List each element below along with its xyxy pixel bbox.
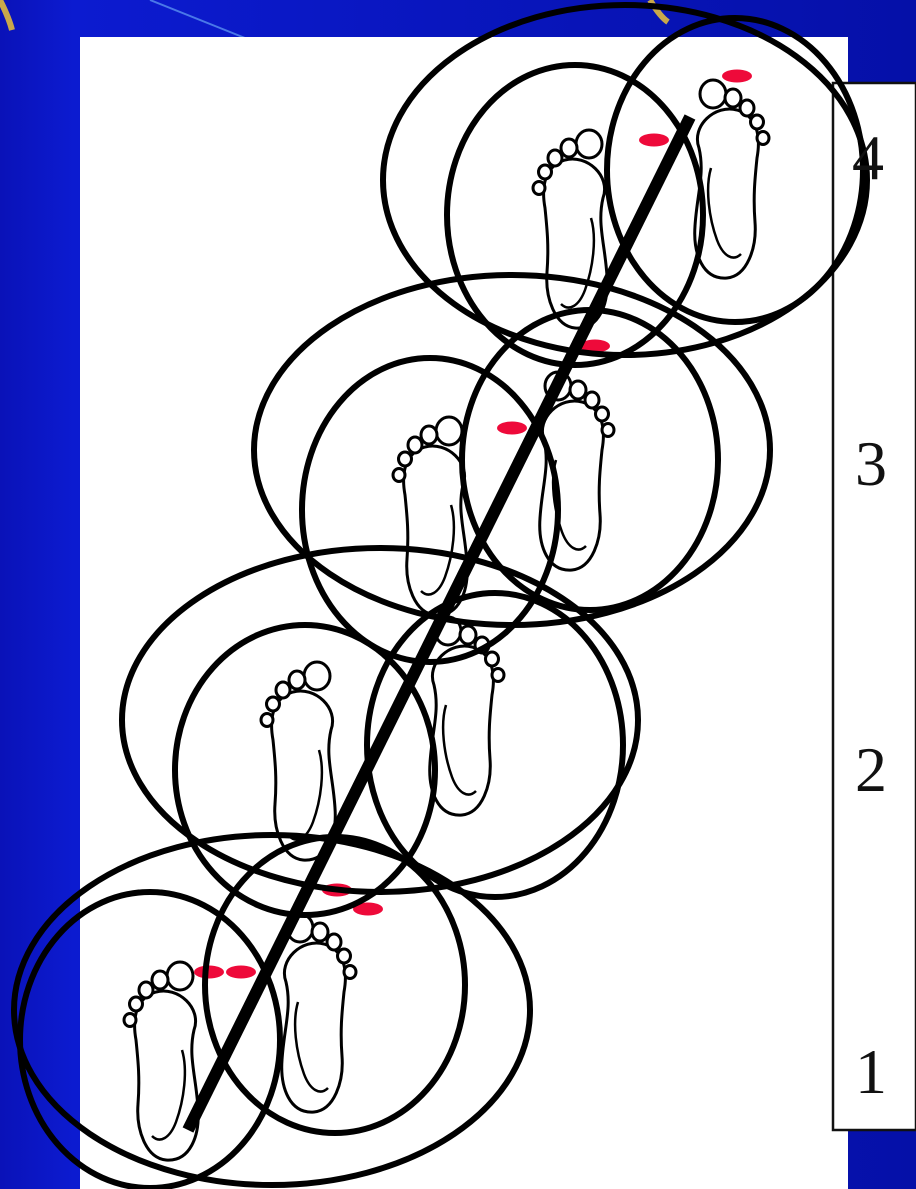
pressure-point-marker — [722, 70, 752, 83]
scale-label-3: 3 — [855, 432, 887, 496]
pressure-point-marker — [194, 966, 224, 979]
scale-label-1: 1 — [855, 1040, 887, 1104]
pressure-point-marker — [497, 422, 527, 435]
pressure-point-marker — [226, 966, 256, 979]
scale-label-2: 2 — [855, 738, 887, 802]
scale-label-4: 4 — [852, 126, 884, 190]
pressure-point-marker — [639, 134, 669, 147]
corner-decoration — [0, 0, 668, 40]
